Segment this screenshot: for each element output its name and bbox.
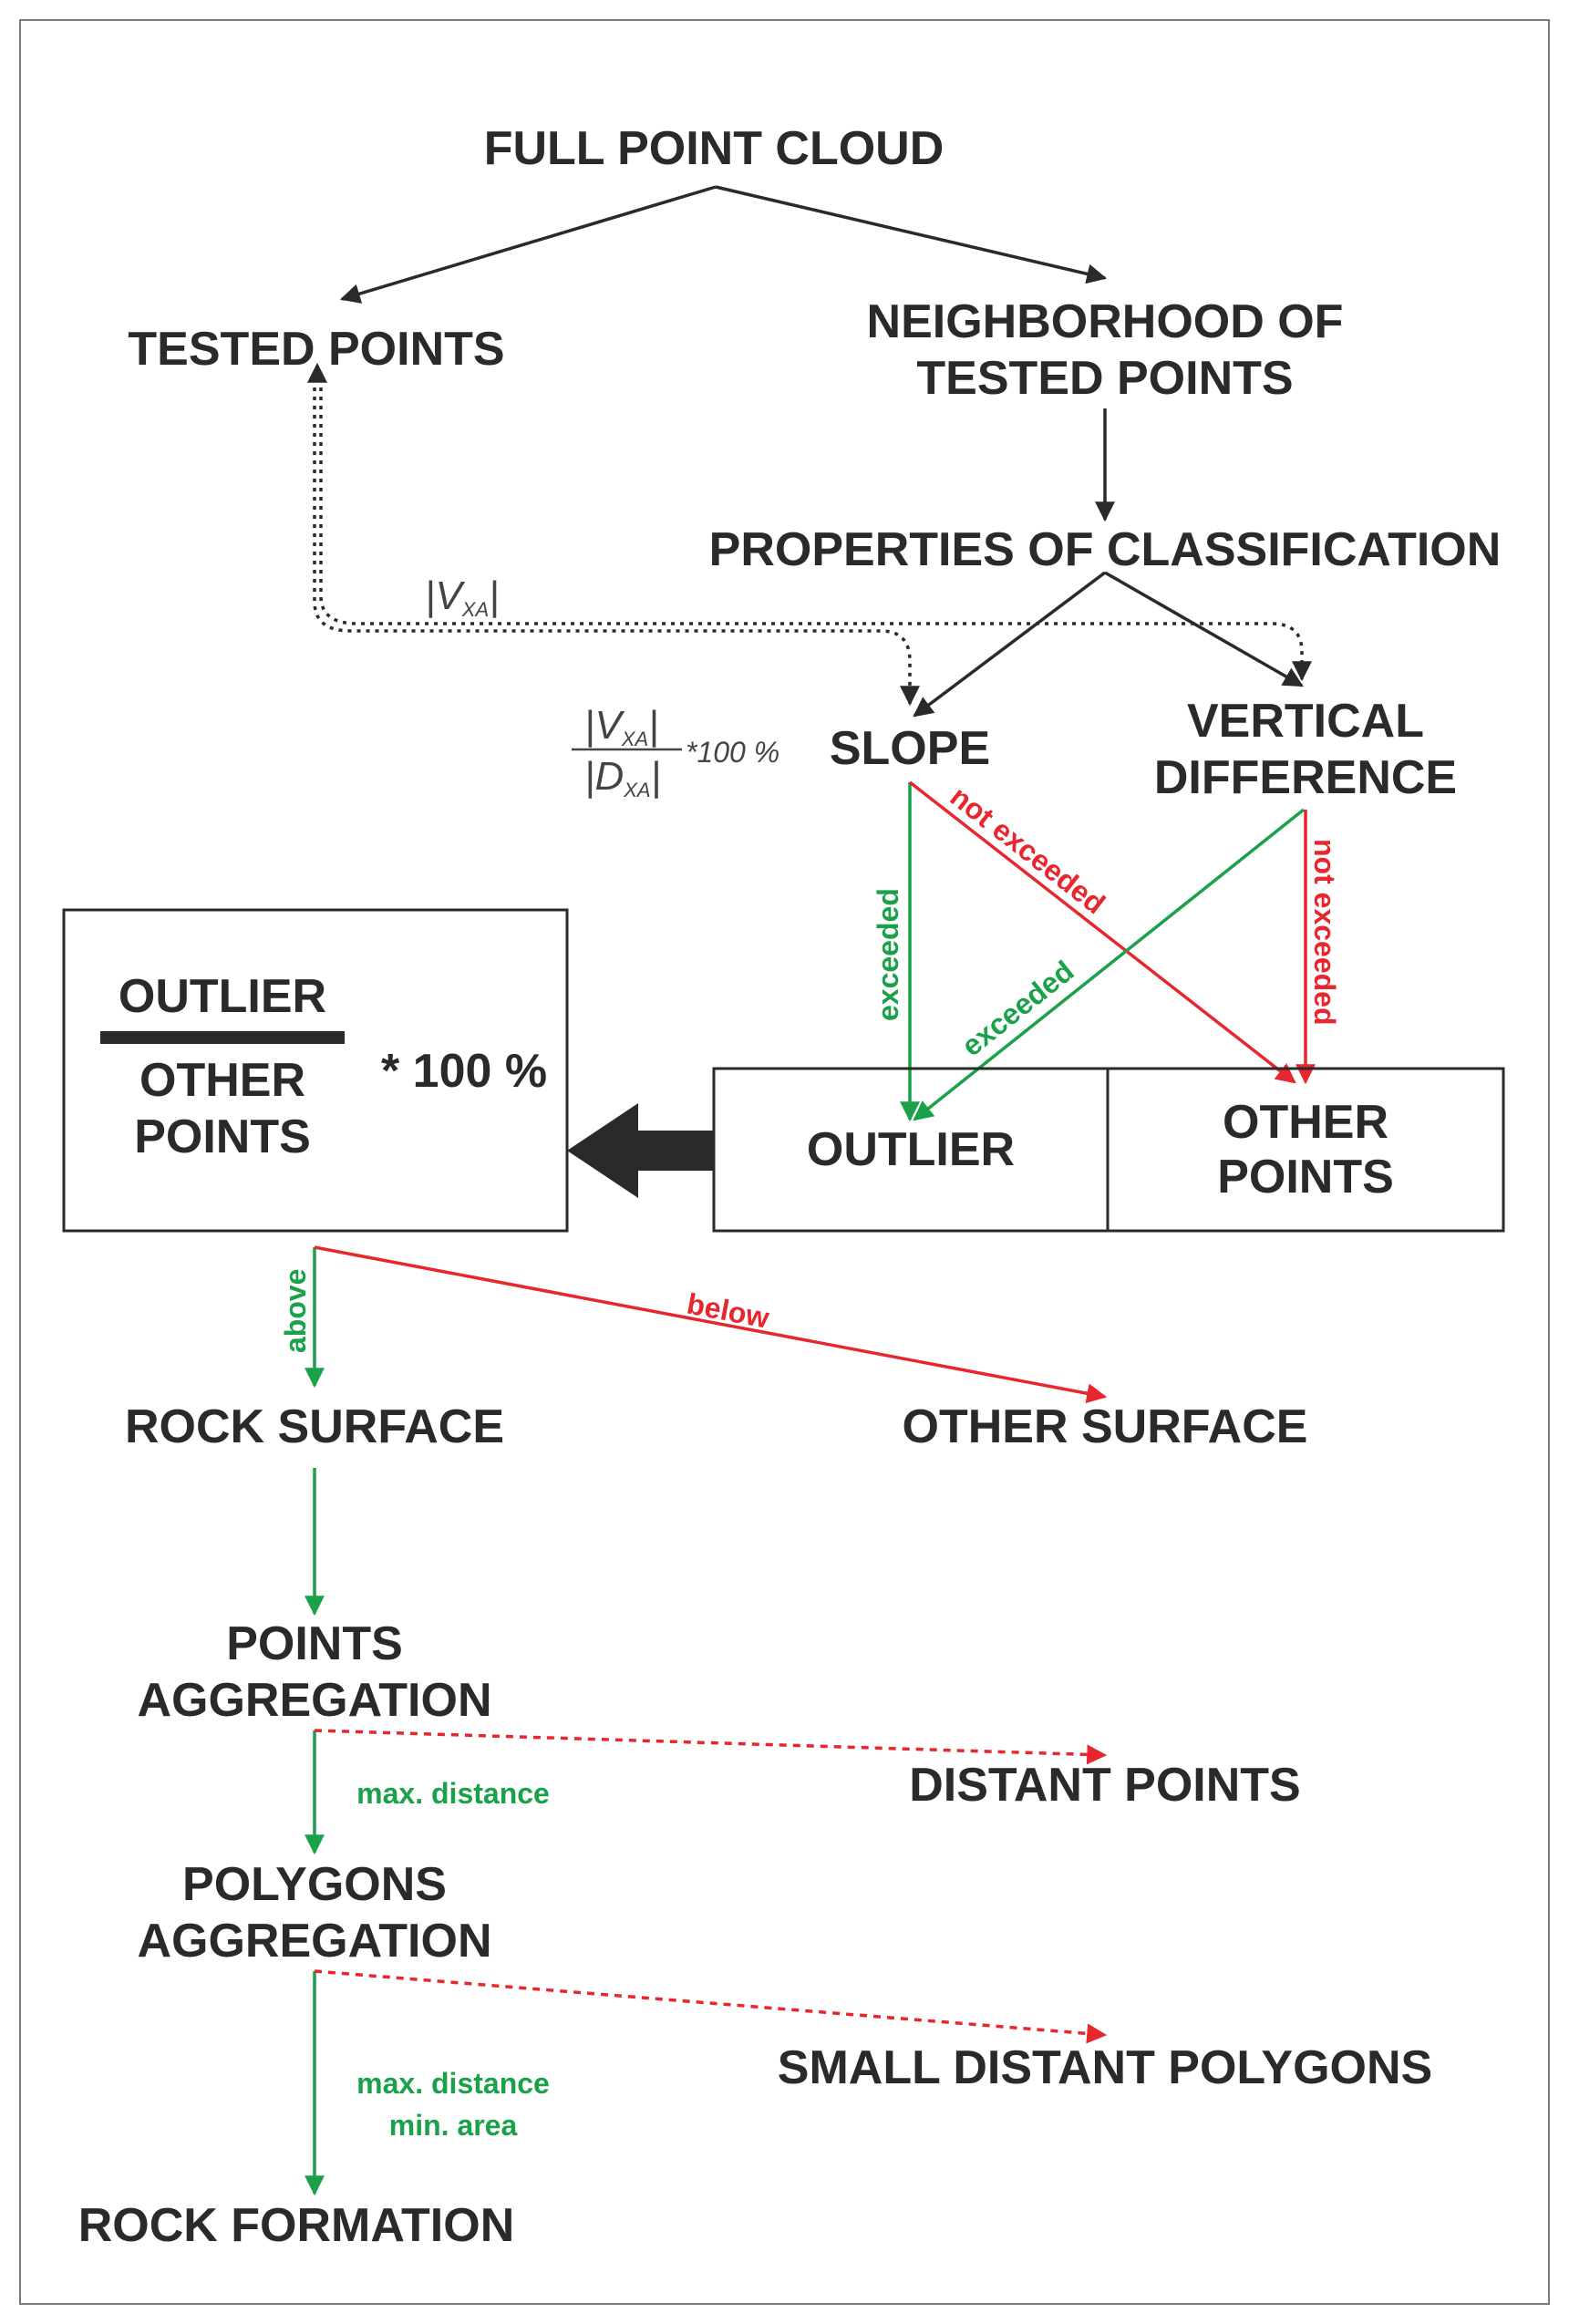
label-slope-exceeded: exceeded — [872, 888, 904, 1021]
edge-points-to-distant — [314, 1729, 1108, 1765]
ratio-denominator-line-2: POINTS — [134, 1110, 311, 1163]
edge-cloud-to-neighborhood — [715, 185, 1108, 284]
edge-ratio-below — [314, 1245, 1108, 1404]
svg-text:*100 %: *100 % — [686, 736, 779, 769]
node-vertical-difference-line-1: VERTICAL — [1187, 695, 1424, 748]
node-vertical-difference-line-2: DIFFERENCE — [1154, 751, 1457, 804]
edge-properties-to-slope — [913, 571, 1107, 718]
formula-abs-v: |VXA| — [425, 573, 500, 621]
svg-text:|VXA|: |VXA| — [425, 573, 500, 621]
edge-slope-not-exceeded — [908, 780, 1296, 1084]
edges-lower — [305, 1245, 1108, 2196]
ratio-denominator-line-1: OTHER — [139, 1054, 305, 1107]
node-tested-points: TESTED POINTS — [128, 323, 504, 376]
label-vd-exceeded: exceeded — [955, 954, 1080, 1062]
node-rock-formation: ROCK FORMATION — [78, 2199, 515, 2252]
edge-polygons-to-small — [314, 1969, 1108, 2044]
figure-frame — [19, 19, 1550, 2305]
box-other-points-line-1: OTHER — [1223, 1096, 1388, 1149]
edges-black — [339, 185, 1304, 718]
box-outlier-label: OUTLIER — [807, 1123, 1015, 1176]
node-slope: SLOPE — [830, 722, 990, 775]
ratio-box — [62, 908, 569, 1233]
node-rock-surface: ROCK SURFACE — [125, 1400, 504, 1453]
ratio-multiplier: * 100 % — [381, 1045, 547, 1098]
node-properties: PROPERTIES OF CLASSIFICATION — [709, 523, 1502, 576]
node-neighborhood-line-1: NEIGHBORHOOD OF — [867, 295, 1344, 348]
label-above: above — [279, 1269, 312, 1353]
box-other-points-line-2: POINTS — [1217, 1151, 1394, 1203]
edge-tested-to-slope-dotted — [313, 378, 920, 707]
thick-arrow — [567, 1103, 714, 1198]
edge-cloud-to-tested — [339, 185, 717, 304]
node-polygons-aggregation-line-2: AGGREGATION — [137, 1915, 491, 1968]
node-polygons-aggregation-line-1: POLYGONS — [182, 1858, 447, 1911]
svg-text:|VXA|: |VXA| — [584, 703, 659, 750]
edge-properties-to-vertical — [1104, 571, 1304, 687]
node-distant-points: DISTANT POINTS — [909, 1759, 1300, 1812]
other-points-box — [1106, 1067, 1505, 1233]
edge-tested-to-slope-dotted-parallel — [319, 378, 1312, 682]
formula-slope: |VXA| |DXA| *100 % — [572, 703, 779, 801]
node-points-aggregation-line-2: AGGREGATION — [137, 1674, 491, 1727]
node-full-point-cloud: FULL POINT CLOUD — [484, 122, 944, 175]
node-small-distant-polygons: SMALL DISTANT POLYGONS — [778, 2041, 1432, 2094]
label-max-distance-1: max. distance — [356, 1777, 550, 1810]
edges-dotted-vxa — [307, 362, 1312, 707]
node-other-surface: OTHER SURFACE — [903, 1400, 1308, 1453]
ratio-numerator: OUTLIER — [119, 970, 326, 1023]
node-points-aggregation-line-1: POINTS — [226, 1617, 403, 1670]
node-neighborhood-line-2: TESTED POINTS — [916, 352, 1293, 405]
label-vd-not-exceeded: not exceeded — [1308, 839, 1341, 1026]
svg-text:|DXA|: |DXA| — [584, 754, 661, 801]
label-max-distance-2: max. distance — [356, 2067, 550, 2100]
label-min-area: min. area — [389, 2109, 518, 2142]
label-slope-not-exceeded: not exceeded — [944, 780, 1111, 920]
label-below: below — [685, 1287, 772, 1335]
